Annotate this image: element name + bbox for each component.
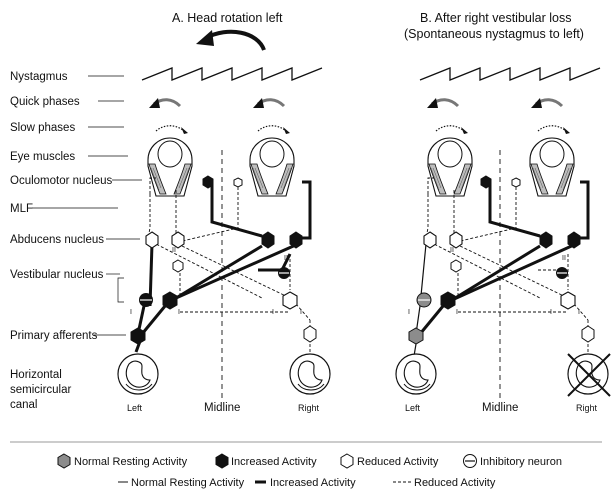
label-midline-b: Midline (482, 402, 518, 414)
svg-text:I: I (578, 309, 580, 316)
svg-text:I: I (550, 309, 552, 316)
eye-right-b (529, 137, 575, 197)
quick-phase-arrow-icon (149, 98, 564, 108)
label-left-b: Left (405, 403, 421, 413)
canal-flow-arrow-left-b (403, 383, 431, 391)
label-leader-lines (32, 75, 142, 336)
lesion-cross-icon (567, 353, 611, 397)
label-left-a: Left (127, 403, 143, 413)
legend-line-reduced: Reduced Activity (414, 477, 496, 489)
panel-b-title-line2: (Spontaneous nystagmus to left) (404, 27, 584, 41)
svg-text:II: II (284, 255, 288, 262)
legend-line-increased: Increased Activity (270, 477, 356, 489)
svg-text:II: II (450, 247, 454, 254)
label-canal-1: Horizontal (10, 369, 62, 381)
label-right-a: Right (298, 403, 320, 413)
canal-left-a (117, 353, 159, 395)
svg-text:II: II (172, 247, 176, 254)
canal-left-b (395, 353, 437, 395)
legend-inhibitory: Inhibitory neuron (480, 456, 562, 468)
label-quick-phases: Quick phases (10, 96, 80, 108)
circuit-b: II II I I I I (408, 175, 595, 357)
legend-normal: Normal Resting Activity (74, 456, 188, 468)
label-canal-3: canal (10, 399, 38, 411)
slow-phase-arrow-icon (155, 125, 567, 132)
row-labels: Nystagmus Quick phases Slow phases Eye m… (10, 71, 113, 411)
label-oculomotor-nucleus: Oculomotor nucleus (10, 175, 113, 187)
legend-normal-swatch (57, 453, 71, 469)
svg-text:II: II (562, 255, 566, 262)
legend-increased: Increased Activity (231, 456, 317, 468)
label-canal-2: semicircular (10, 384, 72, 396)
svg-text:I: I (272, 309, 274, 316)
label-mlf: MLF (10, 203, 33, 215)
panel-a-title: A. Head rotation left (172, 11, 283, 25)
label-eye-muscles: Eye muscles (10, 151, 75, 163)
svg-text:I: I (300, 309, 302, 316)
eye-left-b (427, 137, 473, 197)
svg-text:I: I (408, 309, 410, 316)
label-abducens-nucleus: Abducens nucleus (10, 234, 104, 246)
legend-reduced-swatch (340, 453, 354, 469)
svg-text:I: I (130, 309, 132, 316)
nystagmus-trace-b (419, 67, 601, 81)
label-right-b: Right (576, 403, 598, 413)
legend-increased-swatch (215, 453, 229, 469)
label-primary-afferents: Primary afferents (10, 330, 98, 342)
label-slow-phases: Slow phases (10, 122, 75, 134)
slow-phase-arrowheads (181, 127, 570, 134)
eye-right-a (249, 137, 295, 197)
canal-flow-arrow-left-a (125, 383, 153, 391)
canal-right-a (289, 353, 331, 395)
label-nystagmus: Nystagmus (10, 71, 68, 83)
legend-reduced: Reduced Activity (357, 456, 439, 468)
circuit-a: II II I I I I (130, 175, 317, 356)
label-vestibular-nucleus: Vestibular nucleus (10, 269, 104, 281)
panel-b-title-line1: B. After right vestibular loss (420, 11, 571, 25)
nystagmus-trace-a (141, 67, 323, 81)
label-midline-a: Midline (204, 402, 240, 414)
legend: Normal Resting Activity Increased Activi… (57, 453, 562, 489)
eye-left-a (147, 137, 193, 197)
head-rotation-arrow-icon (196, 29, 266, 51)
canal-flow-arrow-right-a (297, 383, 325, 391)
legend-line-normal: Normal Resting Activity (131, 477, 245, 489)
svg-text:I: I (456, 309, 458, 316)
svg-text:I: I (178, 309, 180, 316)
